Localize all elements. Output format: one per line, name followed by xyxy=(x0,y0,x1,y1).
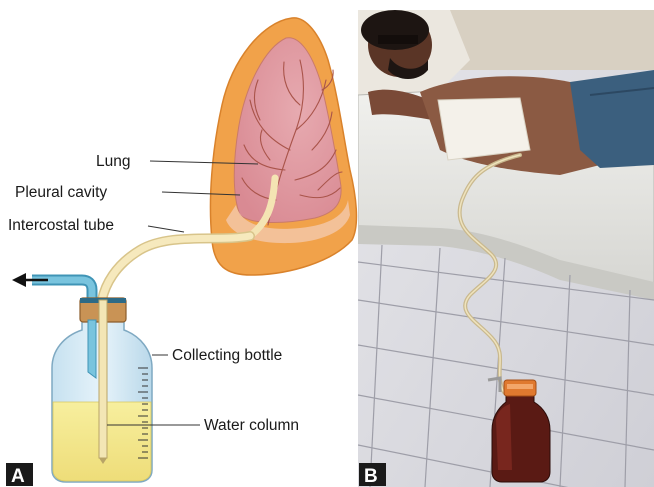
panel-b-letter: B xyxy=(364,466,378,487)
dressing xyxy=(438,98,530,160)
